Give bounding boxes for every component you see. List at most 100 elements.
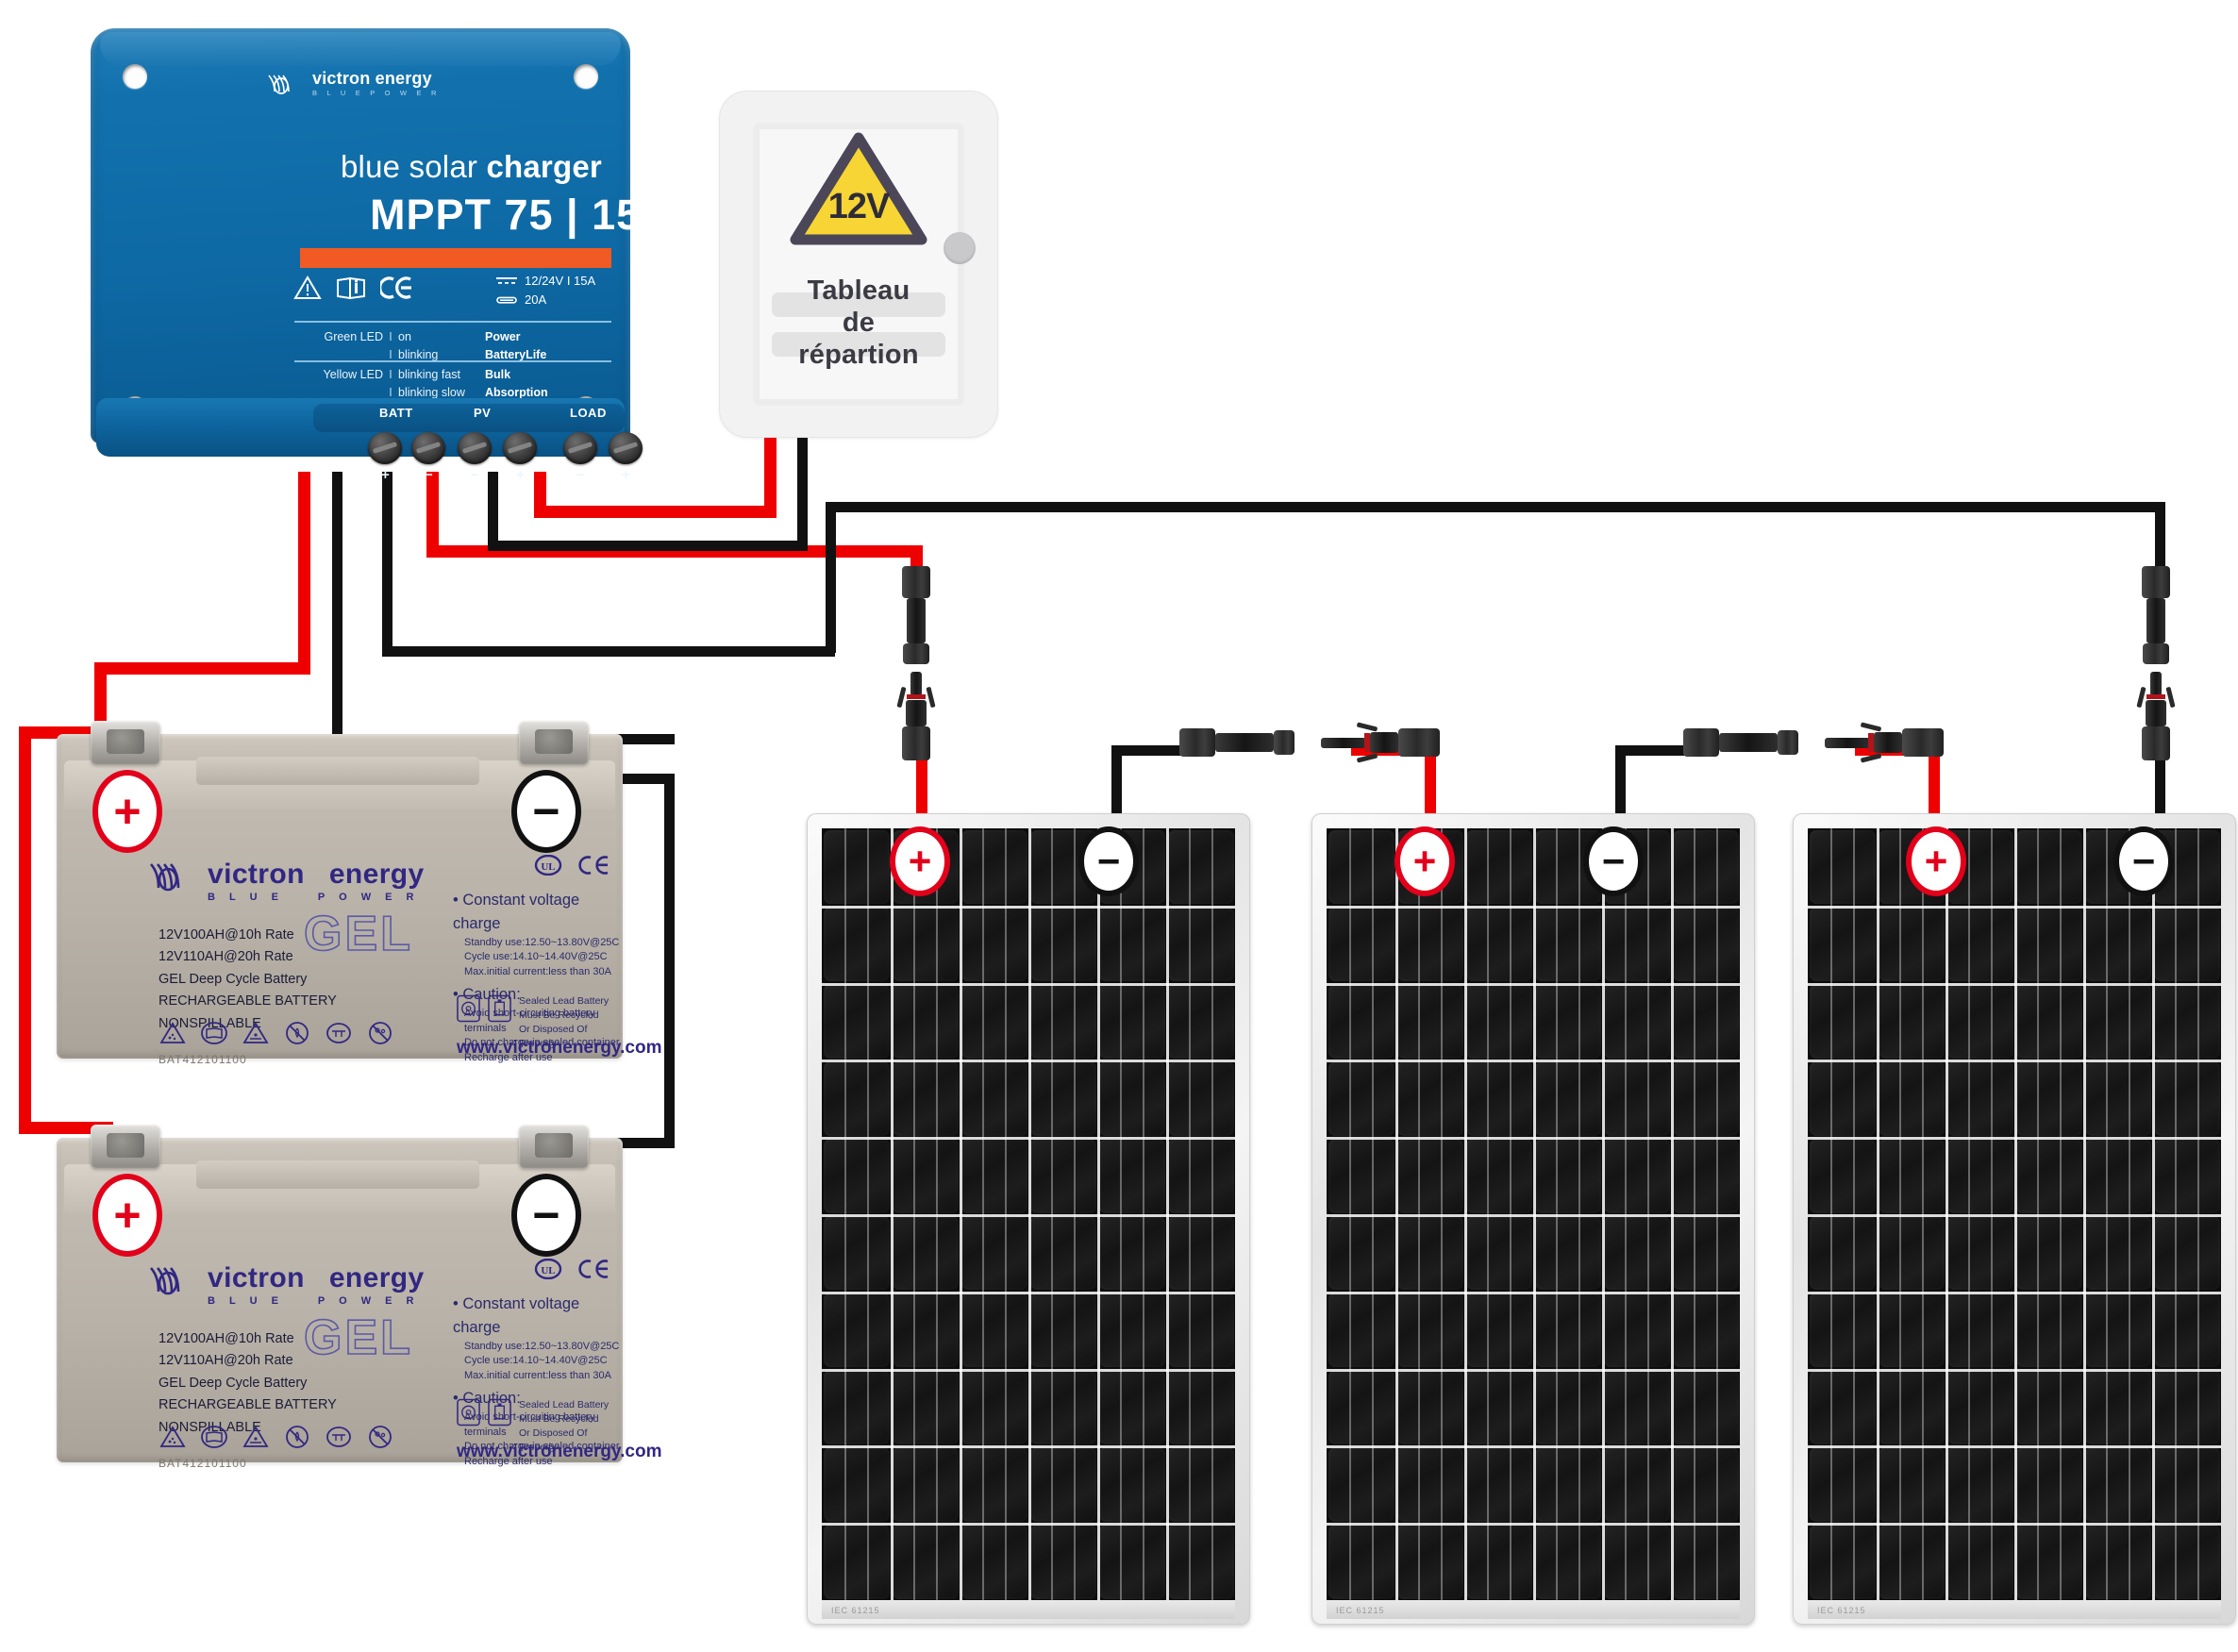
led-mode: Absorption [485,385,548,399]
led-mode: BatteryLife [485,347,547,361]
terminal-label-batt: BATT [379,406,413,420]
battery-symbol-icon [496,296,517,304]
controller-rule-1 [294,321,611,323]
led-sep: I [389,368,392,381]
mppt-charge-controller[interactable]: victron energy B L U E P O W E R blue so… [91,28,643,483]
battery-1-right-block: • Constant voltage charge Standby use:12… [453,889,623,1066]
solar-panel-1-code: IEC 61215 [831,1606,880,1615]
wire-panel2-negative-riser [1615,745,1626,818]
battery-sub-line: Cycle use:14.10~14.40V@25C [464,1355,608,1367]
mc4-latch-top [1356,722,1378,732]
solar-panel-2-code: IEC 61215 [1336,1606,1385,1615]
wire-array-negative-main [826,502,2165,512]
terminal-screw-pv-positive[interactable] [503,432,537,464]
ce-mark-icon [578,1260,609,1278]
battery-2-polarity-minus: − [511,1174,581,1257]
no-flame-icon [286,1022,309,1044]
battery-2-recycle-row: Sealed Lead Battery Must Be Recycled Or … [457,1398,623,1455]
controller-spec-current: 20A [525,292,547,308]
mc4-collar [2143,643,2169,664]
solar-panel-1-polarity-plus: + [890,826,950,896]
battery-spec-line: GEL Deep Cycle Battery [159,971,308,987]
solar-panel-3-cells [1808,828,2221,1600]
wire-panel3-negative-riser [2155,745,2165,821]
battery-1[interactable]: + − victron energy B L U E P O W E R [57,700,662,1066]
battery-2-brand-sub-left: B L U E [208,1295,284,1307]
battery-1-terminal-positive[interactable] [91,721,160,764]
terminal-screw-batt-positive[interactable] [368,432,402,464]
battery-sub-line: Cycle use:14.10~14.40V@25C [464,951,608,963]
solar-panel-3[interactable]: IEC 61215 + − [1793,813,2236,1625]
terminal-label-pv: PV [474,406,492,420]
led-sep: I [389,330,392,343]
mount-hole-top-right [574,64,598,89]
terminal-screw-load-negative[interactable] [563,432,597,464]
battery-2-specs: 12V100AH@10h Rate 12V110AH@20h Rate GEL … [159,1328,337,1439]
distribution-panel[interactable]: 12V Tableau de répartion [719,91,998,438]
mc4-nut-bottom [902,726,930,760]
mc4-connector-pair-h2[interactable] [1683,722,1953,763]
controller-spec-current-row: 20A [496,291,595,309]
mc4-body-female [2146,700,2166,726]
battery-1-recycle-row: Sealed Lead Battery Must Be Recycled Or … [457,994,623,1051]
battery-2-polarity-plus: + [92,1174,162,1257]
mc4-nut-right [1902,728,1944,757]
battery-2[interactable]: + − victron energy B L U E P O W E R [57,1104,662,1470]
mc4-body-male [907,598,926,643]
led-sep: I [389,385,392,399]
cell-column [1166,828,1235,1600]
battery-disposal-icon [488,994,511,1023]
battery-1-terminal-negative[interactable] [519,721,589,764]
mc4-body-male [1215,733,1274,752]
explosive-warning-icon [159,1022,186,1043]
battery-1-url: www.victronenergy.com [457,1038,662,1058]
controller-product-line: blue solar charger [341,149,602,185]
battery-1-code: BAT412101100 [159,1053,247,1066]
terminal-screw-batt-negative[interactable] [411,432,445,464]
controller-icon-row [293,275,414,300]
mc4-connector-pair-right[interactable] [2136,566,2176,764]
polarity-batt-positive: + [381,467,390,483]
battery-spec-line: 12V100AH@10h Rate [159,1331,294,1346]
battery-2-pictogram-row [159,1425,394,1449]
battery-heading-1: • Constant voltage charge [453,892,580,932]
battery-2-terminal-positive[interactable] [91,1125,160,1168]
wire-load-negative-v [488,472,498,551]
recycle-icon [457,994,480,1023]
solar-panel-1[interactable]: IEC 61215 + − [807,813,1250,1625]
polarity-batt-negative: − [425,467,433,483]
battery-sub-line: Standby use:12.50~13.80V@25C [464,936,620,948]
battery-2-right-block: • Constant voltage charge Standby use:12… [453,1293,623,1470]
mc4-pin [1825,738,1870,748]
battery-2-terminal-negative[interactable] [519,1125,589,1168]
wire-array-negative-left-riser [826,502,836,653]
mc4-nut-left [1683,728,1719,757]
battery-1-brand-sub-left: B L U E [208,892,284,903]
wire-load-negative-h [488,541,807,551]
dc-symbol-icon [496,277,517,284]
panel-label-line2: de [842,308,876,338]
mc4-connector-pair-h1[interactable] [1179,722,1449,763]
corrosive-warning-icon [242,1426,269,1447]
battery-1-brand-sub-right: P O W E R [317,892,420,903]
mc4-nut-bottom [2142,726,2170,760]
read-manual-icon [337,276,365,300]
keep-away-children-icon [369,1022,392,1044]
terminal-screw-pv-negative[interactable] [458,432,492,464]
wire-panel2-positive-drop [1425,745,1436,817]
solar-panel-2[interactable]: IEC 61215 + − [1311,813,1755,1625]
led-lamp: Yellow LED [323,368,383,381]
wire-load-positive-up [764,425,777,518]
battery-spec-line: 12V110AH@20h Rate [159,1353,293,1369]
mount-hole-top-left [123,64,147,89]
rotary-knob-icon[interactable] [944,232,976,264]
terminal-screw-load-positive[interactable] [609,432,643,464]
mc4-red-ring [1868,733,1874,752]
battery-caution-line: Recharge after use [464,1051,553,1063]
battery-2-brand-sub-right: P O W E R [317,1295,420,1307]
battery-caution-line: Recharge after use [464,1455,553,1467]
mc4-pin [1321,738,1366,748]
solar-panel-3-polarity-plus: + [1906,826,1966,896]
mc4-connector-pair-left[interactable] [896,566,936,764]
